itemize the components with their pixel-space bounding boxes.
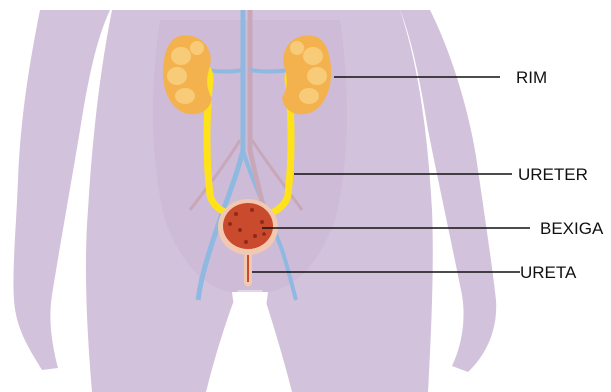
kidney-label: RIM — [516, 68, 547, 87]
urethra-label: URETA — [520, 263, 577, 282]
leg-gap — [232, 292, 268, 392]
ureter-label: URETER — [518, 165, 588, 184]
renal-vein-right — [250, 70, 290, 72]
bladder-label: BEXIGA — [540, 219, 604, 238]
